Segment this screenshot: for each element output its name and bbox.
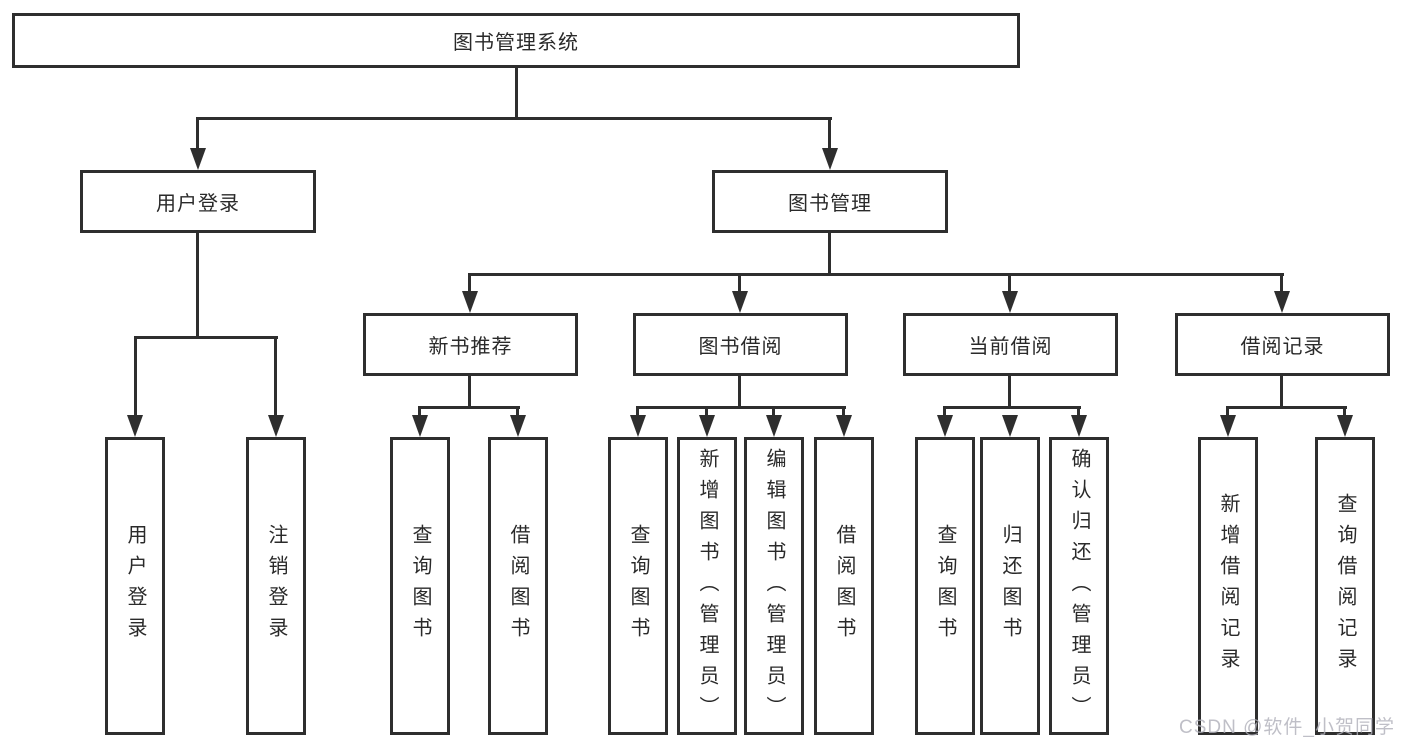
- node-label: 新增借阅记录: [1217, 493, 1239, 679]
- connector-arrowhead: [1002, 291, 1018, 313]
- connector-vline: [1008, 376, 1011, 409]
- connector-arrowhead: [766, 415, 782, 437]
- connector-arrowhead: [510, 415, 526, 437]
- watermark: CSDN @软件_小贺同学: [1179, 717, 1395, 738]
- connector-vline: [738, 376, 741, 409]
- connector-arrowhead: [630, 415, 646, 437]
- connector-vline: [515, 68, 518, 120]
- connector-vline: [705, 406, 708, 418]
- node-book-management: 图书管理: [712, 170, 948, 233]
- connector-vline: [1226, 406, 1229, 418]
- node-label: 新增图书（管理员）: [696, 448, 718, 727]
- connector-vline: [196, 233, 199, 339]
- leaf-add-borrow-record: 新增借阅记录: [1198, 437, 1258, 735]
- node-library-system: 图书管理系统: [12, 13, 1020, 68]
- connector-arrowhead: [412, 415, 428, 437]
- connector-arrowhead: [190, 148, 206, 170]
- connector-arrowhead: [937, 415, 953, 437]
- connector-vline: [738, 273, 741, 293]
- connector-vline: [134, 336, 137, 418]
- node-new-book-recommend: 新书推荐: [363, 313, 578, 376]
- node-label: 查询借阅记录: [1334, 493, 1356, 679]
- leaf-logout: 注销登录: [246, 437, 306, 735]
- node-label: 借阅记录: [1240, 336, 1325, 358]
- connector-vline: [772, 406, 775, 418]
- node-label: 确认归还（管理员）: [1068, 448, 1090, 727]
- node-label: 图书管理系统: [453, 32, 579, 54]
- connector-vline: [828, 233, 831, 276]
- connector-vline: [1280, 273, 1283, 293]
- connector-vline: [1077, 406, 1080, 418]
- connector-arrowhead: [1002, 415, 1018, 437]
- node-label: 归还图书: [999, 524, 1021, 648]
- connector-arrowhead: [268, 415, 284, 437]
- node-label: 图书管理: [788, 193, 872, 215]
- leaf-query-borrow-record: 查询借阅记录: [1315, 437, 1375, 735]
- node-borrowing-records: 借阅记录: [1175, 313, 1390, 376]
- connector-hline: [943, 406, 1081, 409]
- node-label: 查询图书: [934, 524, 956, 648]
- connector-vline: [636, 406, 639, 418]
- leaf-query-books-borrowing: 查询图书: [608, 437, 668, 735]
- leaf-query-books-current: 查询图书: [915, 437, 975, 735]
- leaf-return-books: 归还图书: [980, 437, 1040, 735]
- connector-vline: [1343, 406, 1346, 418]
- connector-vline: [828, 117, 831, 150]
- connector-vline: [516, 406, 519, 418]
- leaf-add-books-admin: 新增图书（管理员）: [677, 437, 737, 735]
- connector-hline: [636, 406, 846, 409]
- node-label: 编辑图书（管理员）: [763, 448, 785, 727]
- leaf-edit-books-admin: 编辑图书（管理员）: [744, 437, 804, 735]
- connector-vline: [1280, 376, 1283, 409]
- connector-arrowhead: [822, 148, 838, 170]
- connector-vline: [1008, 273, 1011, 293]
- leaf-borrow-books-recommend: 借阅图书: [488, 437, 548, 735]
- node-label: 借阅图书: [507, 524, 529, 648]
- node-label: 查询图书: [627, 524, 649, 648]
- leaf-confirm-return-admin: 确认归还（管理员）: [1049, 437, 1109, 735]
- connector-vline: [468, 376, 471, 409]
- connector-vline: [196, 117, 199, 150]
- node-label: 查询图书: [409, 524, 431, 648]
- connector-hline: [196, 117, 832, 120]
- leaf-borrow-books-borrowing: 借阅图书: [814, 437, 874, 735]
- connector-arrowhead: [699, 415, 715, 437]
- connector-arrowhead: [836, 415, 852, 437]
- connector-arrowhead: [127, 415, 143, 437]
- connector-arrowhead: [1220, 415, 1236, 437]
- connector-vline: [274, 336, 277, 418]
- connector-vline: [468, 273, 471, 293]
- connector-arrowhead: [462, 291, 478, 313]
- connector-vline: [943, 406, 946, 418]
- node-label: 借阅图书: [833, 524, 855, 648]
- connector-hline: [1226, 406, 1347, 409]
- connector-arrowhead: [1274, 291, 1290, 313]
- leaf-user-login: 用户登录: [105, 437, 165, 735]
- connector-arrowhead: [1337, 415, 1353, 437]
- connector-arrowhead: [732, 291, 748, 313]
- node-label: 注销登录: [265, 524, 287, 648]
- node-label: 新书推荐: [428, 336, 513, 358]
- node-user-login: 用户登录: [80, 170, 316, 233]
- connector-vline: [842, 406, 845, 418]
- node-label: 图书借阅: [698, 336, 783, 358]
- connector-hline: [418, 406, 520, 409]
- connector-hline: [469, 273, 1284, 276]
- connector-arrowhead: [1071, 415, 1087, 437]
- leaf-query-books-recommend: 查询图书: [390, 437, 450, 735]
- node-label: 用户登录: [156, 193, 240, 215]
- node-label: 当前借阅: [968, 336, 1053, 358]
- connector-hline: [134, 336, 278, 339]
- node-label: 用户登录: [124, 524, 146, 648]
- connector-vline: [418, 406, 421, 418]
- node-book-borrowing: 图书借阅: [633, 313, 848, 376]
- node-current-borrowing: 当前借阅: [903, 313, 1118, 376]
